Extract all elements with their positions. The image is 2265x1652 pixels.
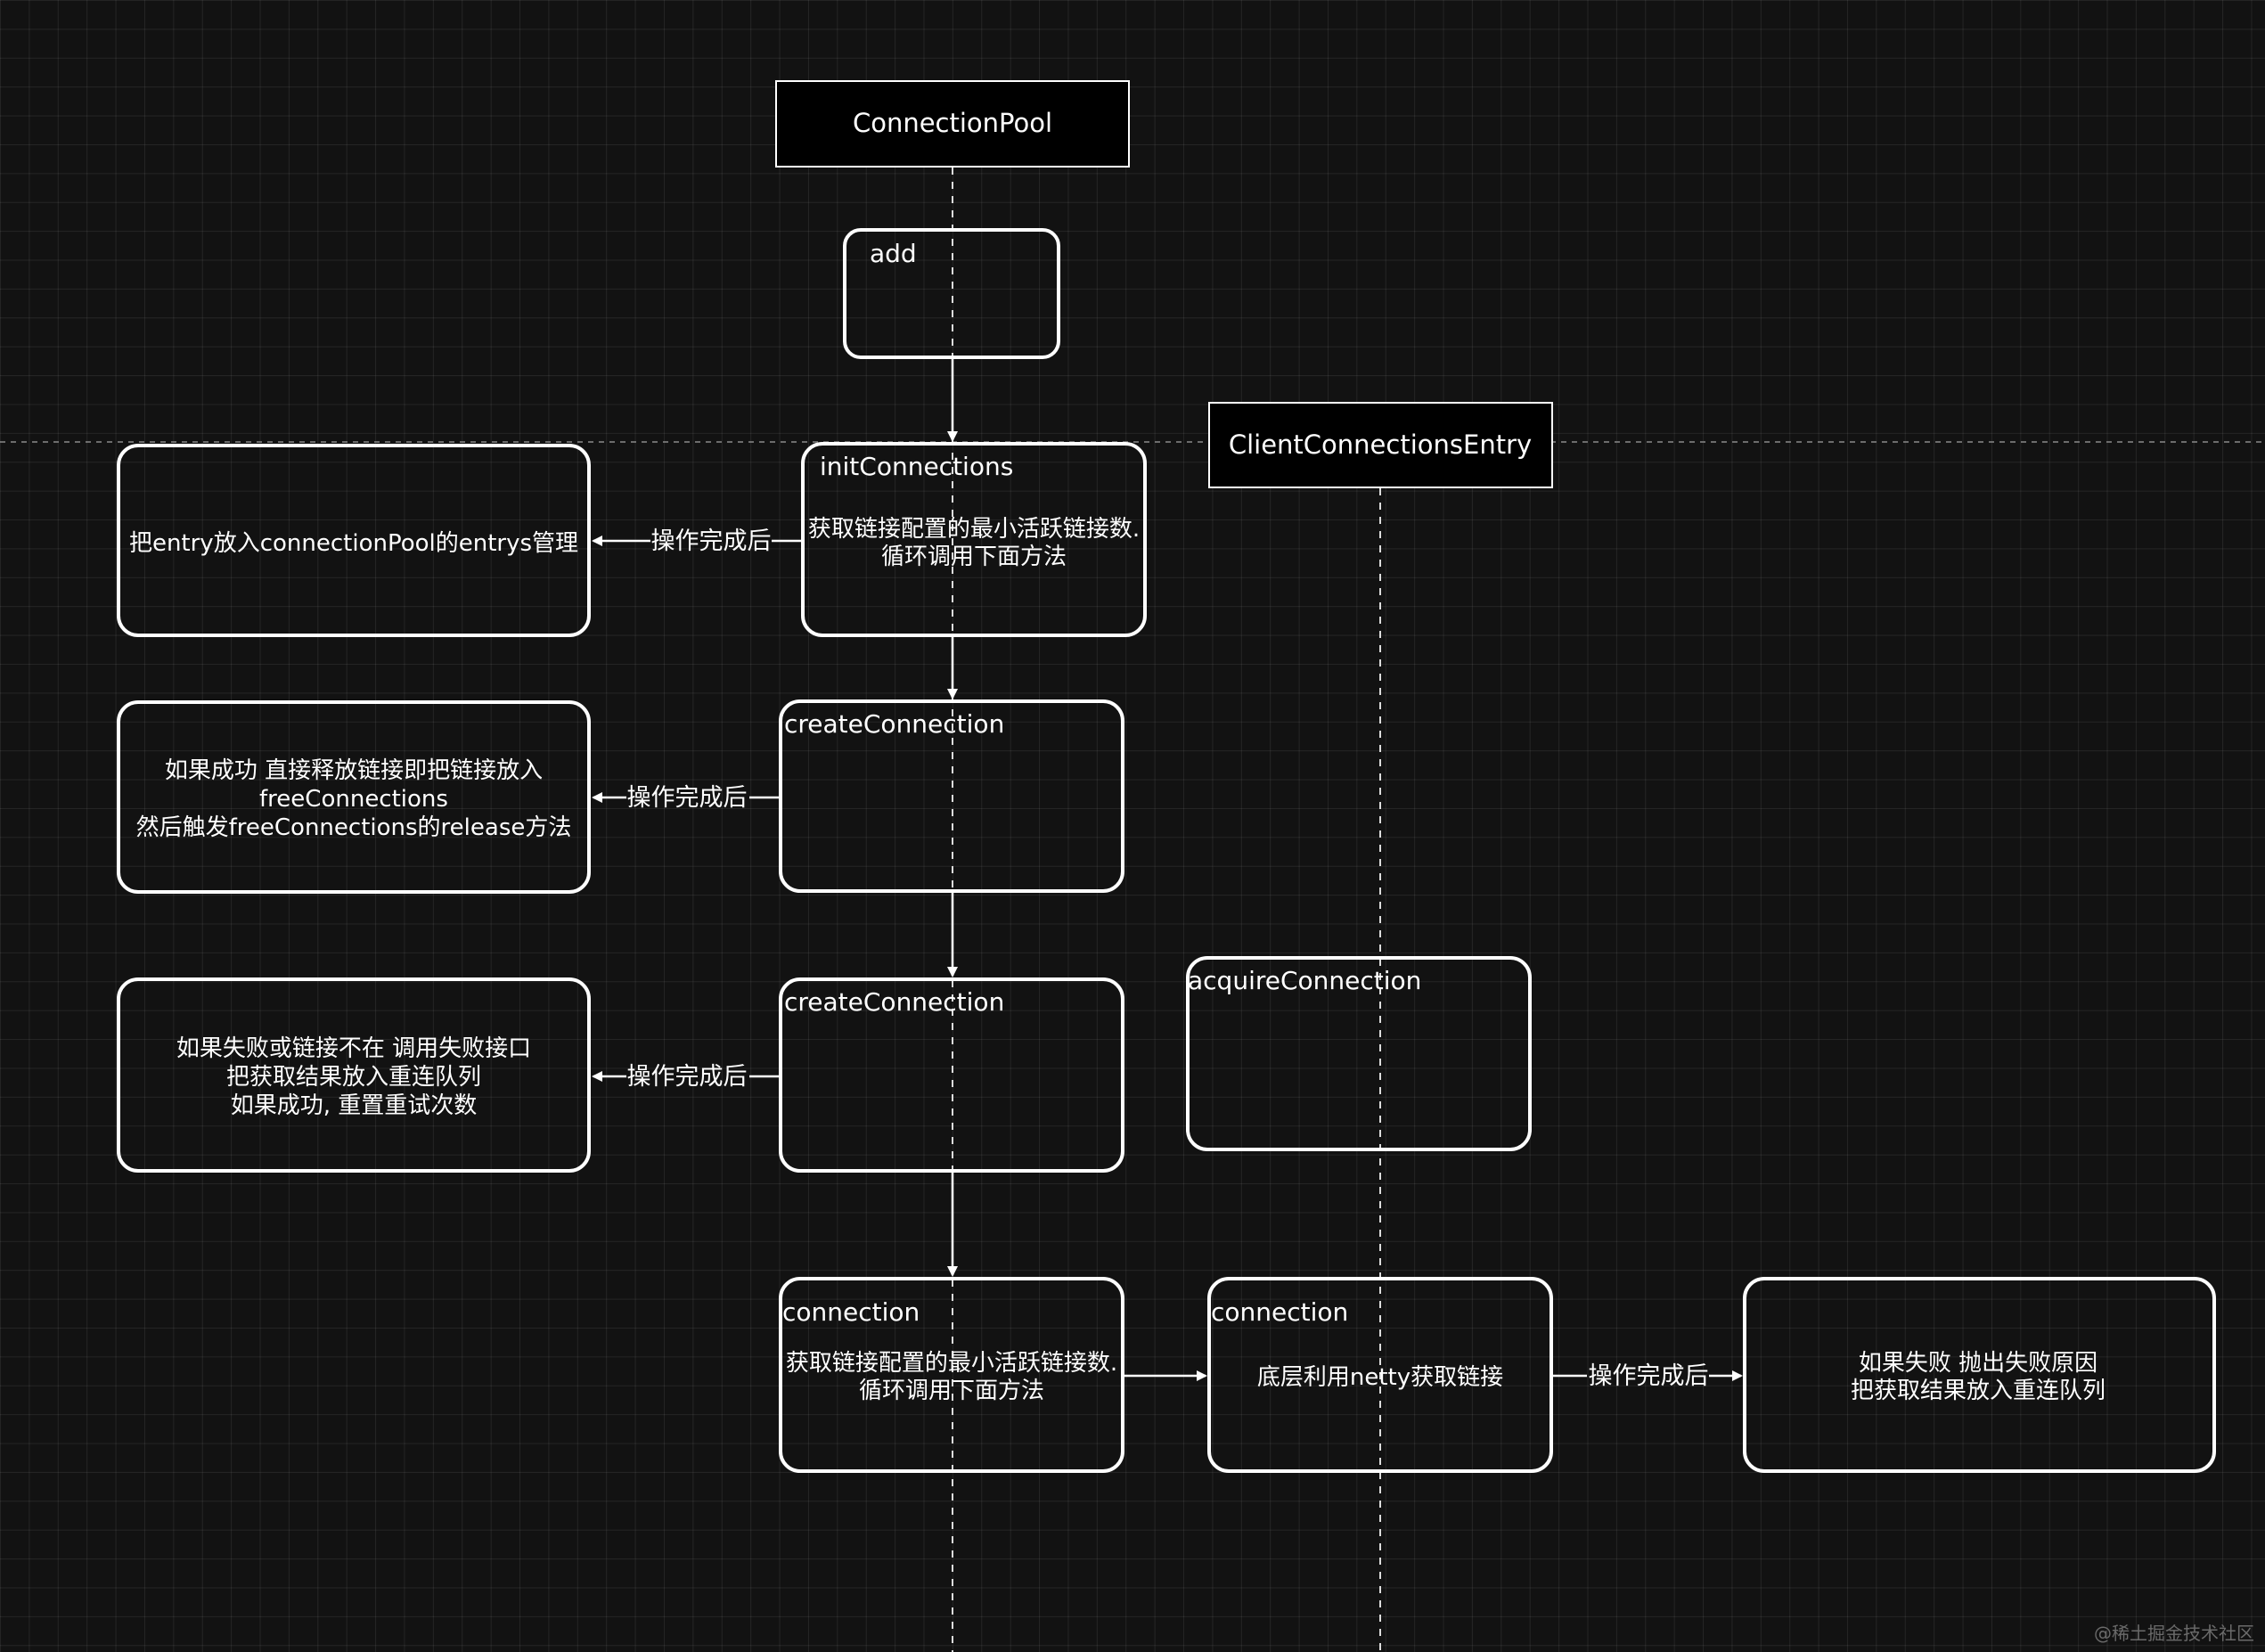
box-init-connections-line-2: 循环调用下面方法 bbox=[881, 544, 1067, 570]
box-create-connection-2-title: createConnection bbox=[784, 987, 1004, 1017]
box-entrys-manage: 把entry放入connectionPool的entrys管理 bbox=[117, 444, 591, 637]
box-create-connection-2: createConnection bbox=[779, 977, 1124, 1173]
box-create-connection-1-title: createConnection bbox=[784, 709, 1004, 739]
box-entrys-manage-line-1: 把entry放入connectionPool的entrys管理 bbox=[129, 530, 578, 557]
watermark: @稀土掘金技术社区 bbox=[2094, 1623, 2254, 1644]
edge-after-done-1: 操作完成后 bbox=[592, 527, 801, 555]
box-success-release: 如果成功 直接释放链接即把链接放入 freeConnections 然后触发fr… bbox=[117, 700, 591, 894]
box-success-release-line-3: 然后触发freeConnections的release方法 bbox=[136, 814, 572, 841]
header-client-entry: ClientConnectionsEntry bbox=[1208, 402, 1553, 488]
box-connection-entry-side-line-1: 底层利用netty获取链接 bbox=[1257, 1364, 1503, 1391]
box-connection-pool-side-title: connection bbox=[782, 1297, 920, 1327]
box-create-connection-1: createConnection bbox=[779, 699, 1124, 893]
edge-after-done-4-label: 操作完成后 bbox=[1589, 1362, 1709, 1390]
edge-after-done-2: 操作完成后 bbox=[592, 784, 779, 812]
edge-after-done-2-label: 操作完成后 bbox=[627, 784, 748, 812]
edge-after-done-3: 操作完成后 bbox=[592, 1063, 779, 1091]
box-init-connections-line-1: 获取链接配置的最小活跃链接数. bbox=[808, 516, 1140, 543]
box-init-connections-title: initConnections bbox=[820, 452, 1013, 481]
box-fail-reconnect-line-3: 如果成功, 重置重试次数 bbox=[231, 1092, 478, 1119]
box-connection-pool-side: connection 获取链接配置的最小活跃链接数. 循环调用下面方法 bbox=[779, 1277, 1124, 1473]
header-connection-pool: ConnectionPool bbox=[775, 80, 1130, 168]
box-fail-reconnect: 如果失败或链接不在 调用失败接口 把获取结果放入重连队列 如果成功, 重置重试次… bbox=[117, 977, 591, 1173]
box-connection-pool-side-line-1: 获取链接配置的最小活跃链接数. bbox=[786, 1350, 1117, 1377]
box-connection-entry-side-title: connection bbox=[1211, 1297, 1348, 1327]
header-connection-pool-label: ConnectionPool bbox=[853, 108, 1052, 138]
box-success-release-line-1: 如果成功 直接释放链接即把链接放入 bbox=[165, 757, 543, 784]
header-client-entry-label: ClientConnectionsEntry bbox=[1229, 429, 1532, 460]
edge-after-done-3-label: 操作完成后 bbox=[627, 1063, 748, 1091]
box-fail-throw-line-1: 如果失败 抛出失败原因 bbox=[1859, 1350, 2097, 1377]
box-fail-throw: 如果失败 抛出失败原因 把获取结果放入重连队列 bbox=[1743, 1277, 2216, 1473]
box-connection-pool-side-line-2: 循环调用下面方法 bbox=[859, 1378, 1044, 1404]
box-add-title: add bbox=[870, 239, 917, 268]
box-init-connections: initConnections 获取链接配置的最小活跃链接数. 循环调用下面方法 bbox=[801, 442, 1147, 637]
box-acquire-connection-title: acquireConnection bbox=[1188, 966, 1421, 995]
box-add: add bbox=[843, 228, 1060, 359]
box-fail-throw-line-2: 把获取结果放入重连队列 bbox=[1851, 1378, 2106, 1404]
box-success-release-line-2: freeConnections bbox=[259, 786, 448, 813]
box-fail-reconnect-line-2: 把获取结果放入重连队列 bbox=[226, 1064, 481, 1091]
edge-after-done-4: 操作完成后 bbox=[1553, 1362, 1743, 1390]
box-connection-entry-side: connection 底层利用netty获取链接 bbox=[1207, 1277, 1553, 1473]
box-fail-reconnect-line-1: 如果失败或链接不在 调用失败接口 bbox=[176, 1035, 531, 1062]
edge-after-done-1-label: 操作完成后 bbox=[651, 527, 772, 555]
box-acquire-connection: acquireConnection bbox=[1186, 956, 1532, 1151]
